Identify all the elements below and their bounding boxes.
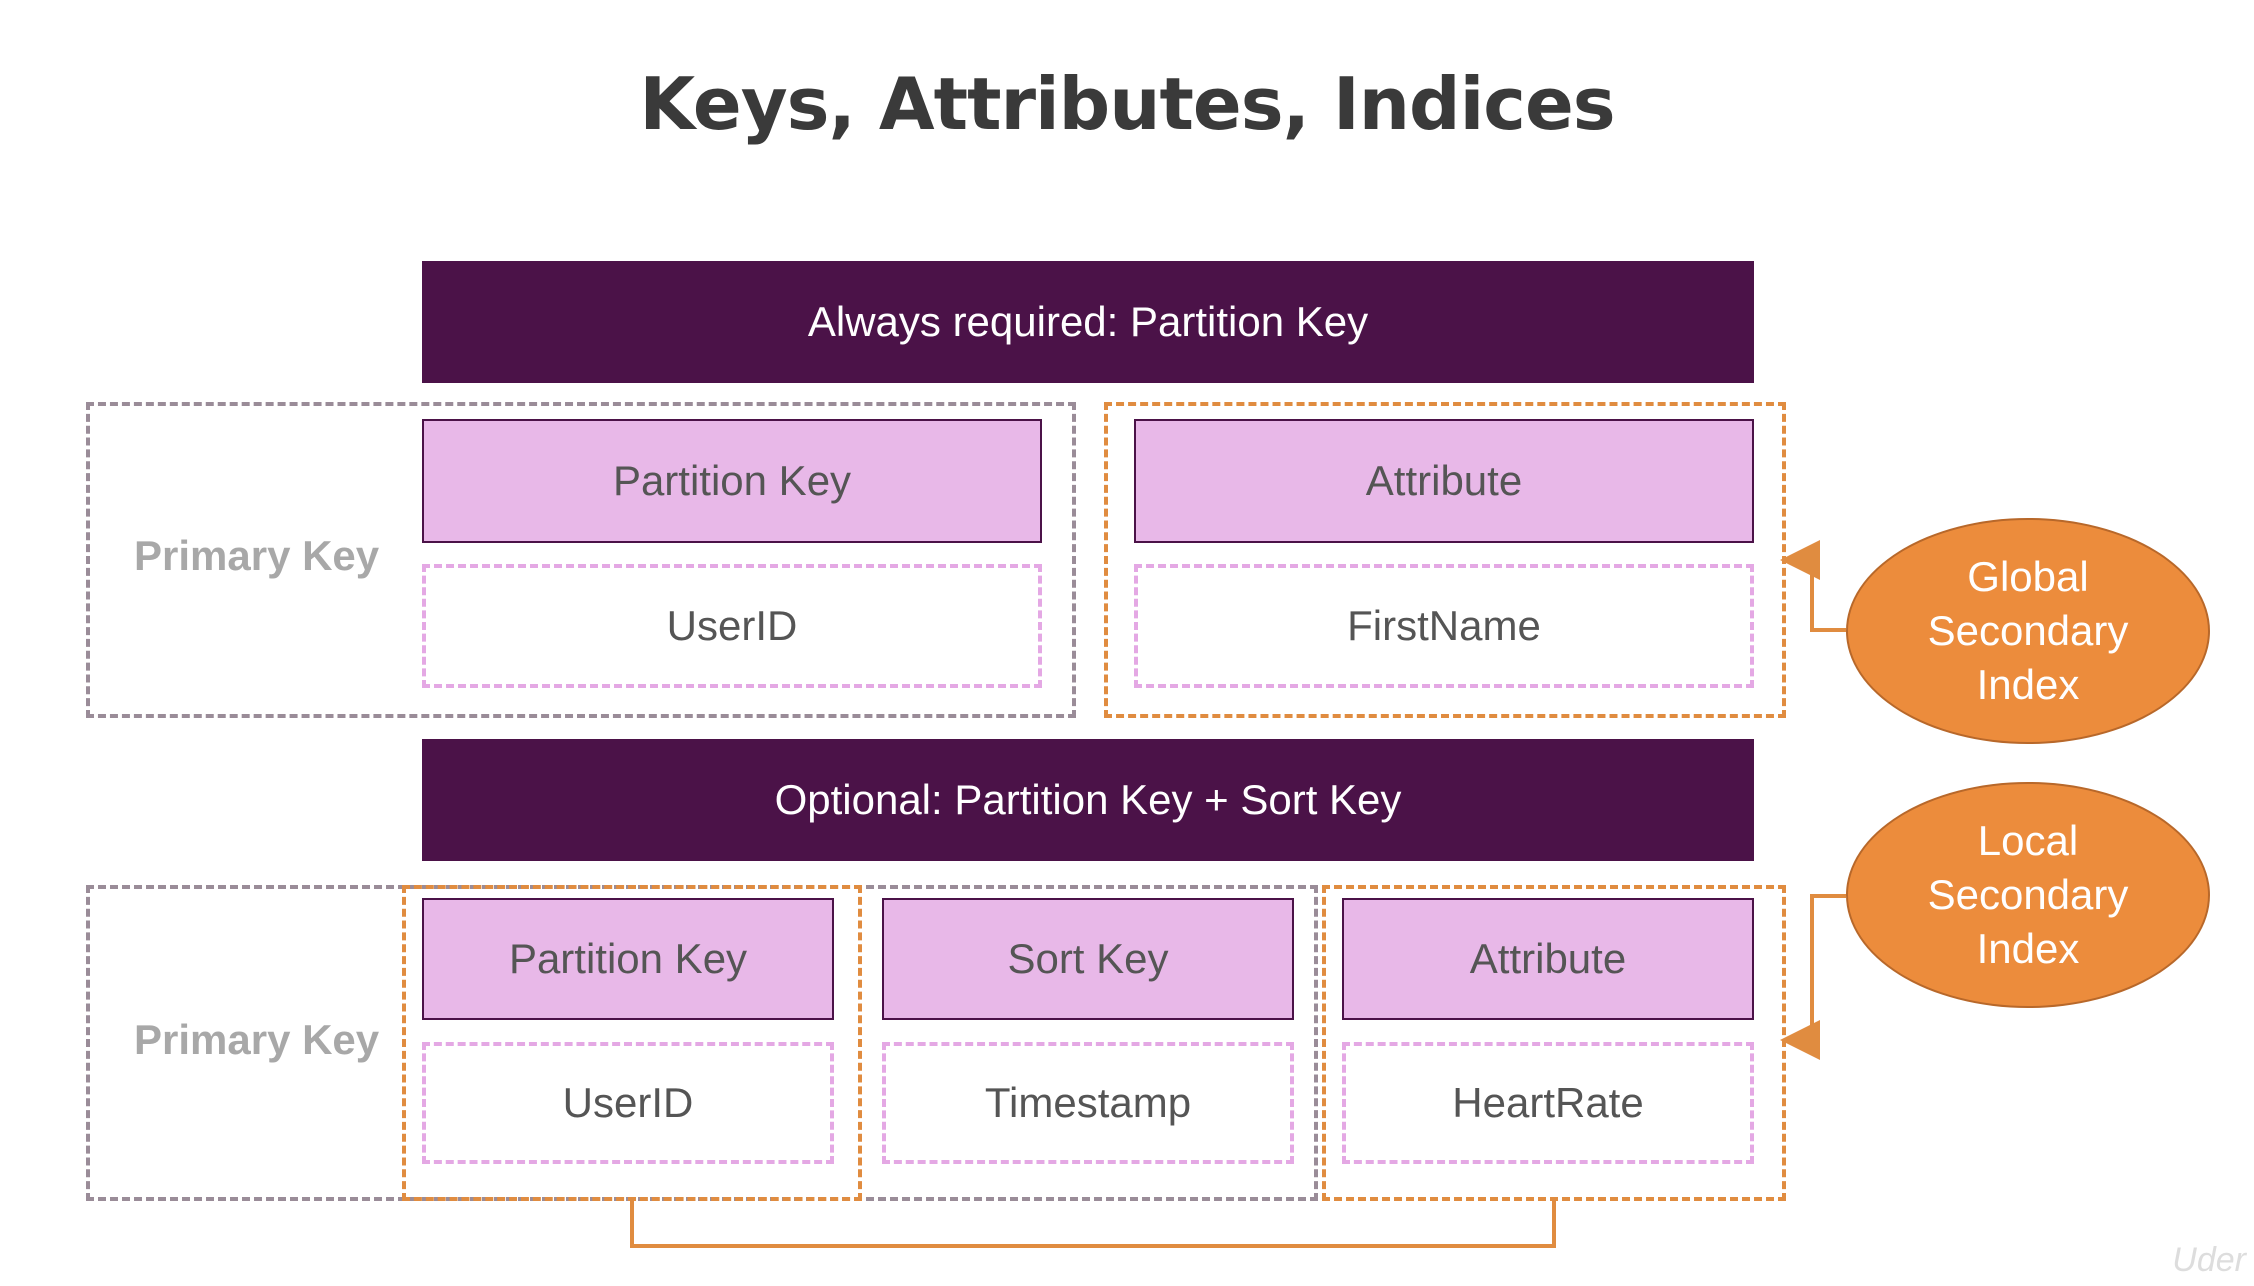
primary-key-label-required: Primary Key — [134, 532, 380, 579]
global-index-line-2: Secondary — [1927, 607, 2129, 654]
primary-key-label-optional: Primary Key — [134, 1016, 380, 1063]
watermark-logo: Uder — [2172, 1241, 2246, 1279]
local-index-bracket — [630, 1201, 1556, 1248]
page-title: Keys, Attributes, Indices — [639, 62, 1615, 146]
global-secondary-index-oval: Global Secondary Index — [1846, 518, 2210, 744]
partition-key-header-optional: Partition Key — [422, 898, 834, 1020]
global-index-connector — [1780, 540, 1846, 632]
local-index-line-2: Secondary — [1927, 871, 2129, 918]
local-index-line-3: Index — [1976, 925, 2080, 972]
local-secondary-index-oval: Local Secondary Index — [1846, 782, 2210, 1008]
attribute-header-required: Attribute — [1134, 419, 1754, 543]
global-index-line-1: Global — [1967, 553, 2089, 600]
banner-required: Always required: Partition Key — [422, 261, 1754, 383]
attribute-header-optional: Attribute — [1342, 898, 1754, 1020]
local-index-group-partition — [402, 885, 862, 1201]
partition-key-value-required: UserID — [422, 564, 1042, 688]
global-index-line-3: Index — [1976, 661, 2080, 708]
sort-key-header-optional: Sort Key — [882, 898, 1294, 1020]
attribute-value-optional: HeartRate — [1342, 1042, 1754, 1164]
attribute-value-required: FirstName — [1134, 564, 1754, 688]
primary-key-group-required — [86, 402, 1076, 718]
local-index-connector — [1780, 894, 1846, 1060]
partition-key-header-required: Partition Key — [422, 419, 1042, 543]
sort-key-value-optional: Timestamp — [882, 1042, 1294, 1164]
partition-key-value-optional: UserID — [422, 1042, 834, 1164]
banner-optional: Optional: Partition Key + Sort Key — [422, 739, 1754, 861]
local-index-line-1: Local — [1977, 817, 2079, 864]
